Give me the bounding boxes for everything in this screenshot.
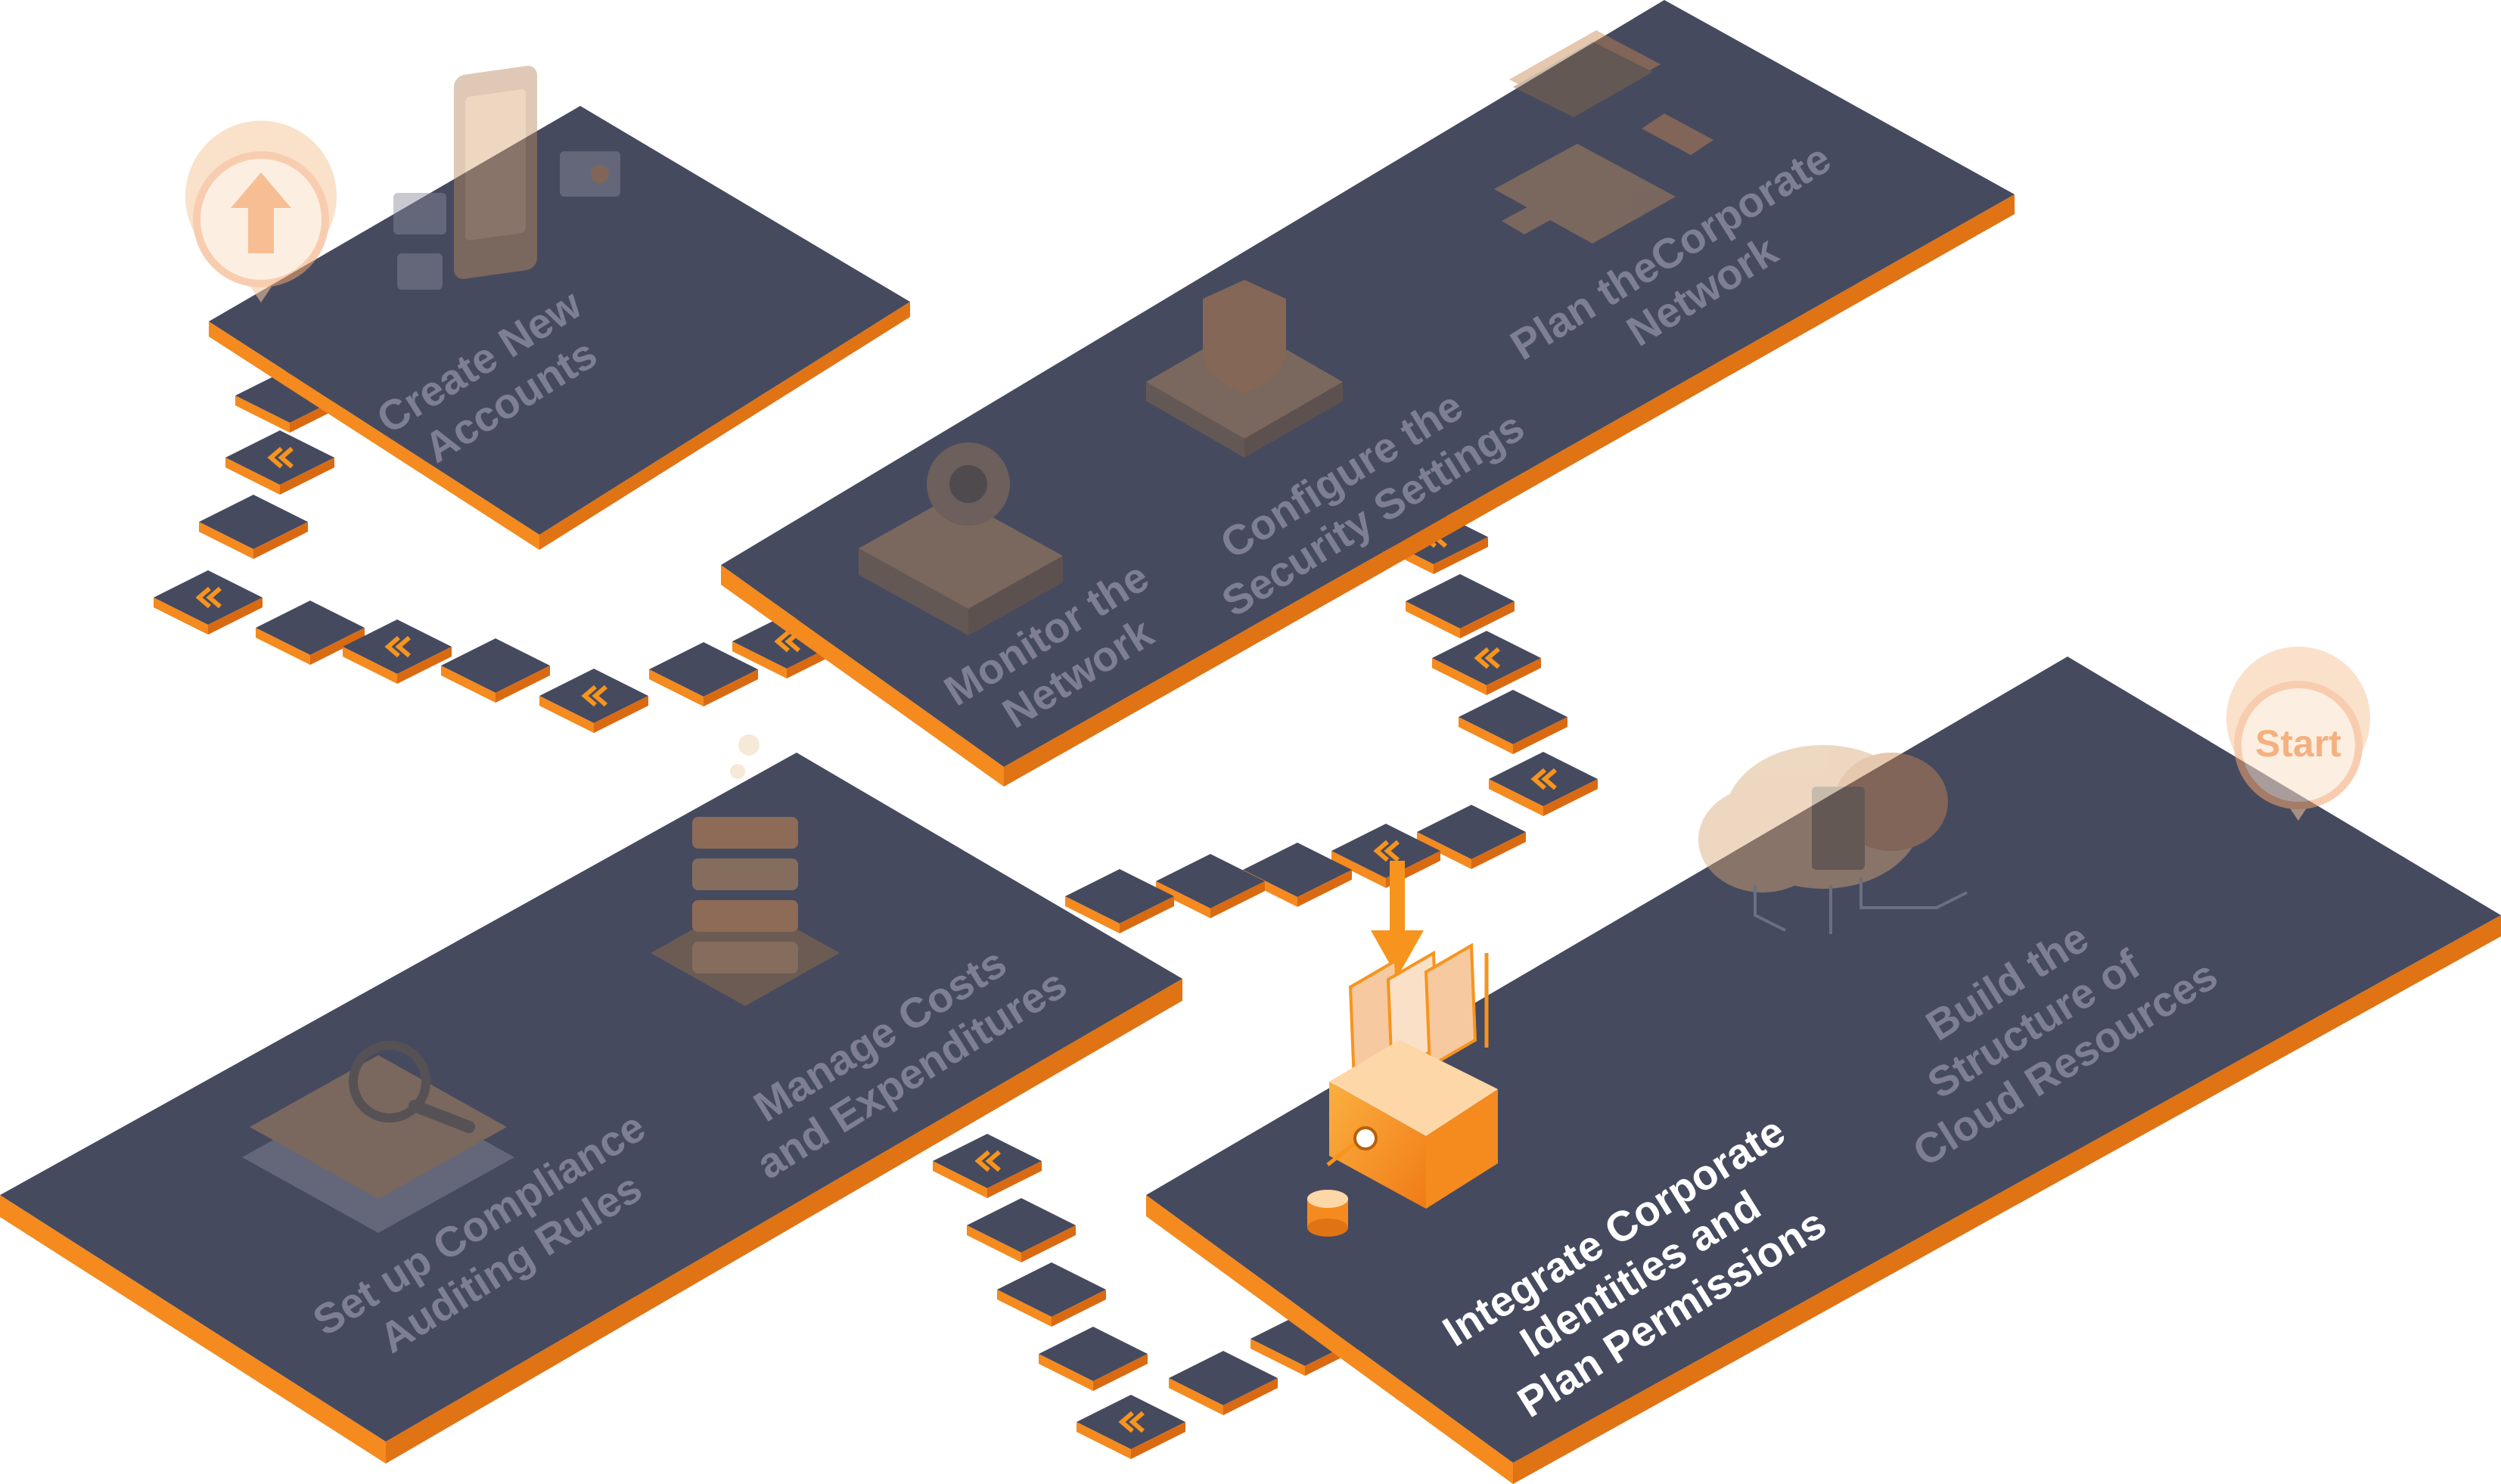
- webcam-icon: [859, 442, 1063, 635]
- server-stack-icon: [651, 734, 840, 1006]
- double-chevron-icon: [974, 1150, 1001, 1172]
- stepping-tile: [441, 638, 550, 703]
- magnifier-document-icon: [242, 1041, 514, 1233]
- stepping-tiles: [154, 368, 1598, 1459]
- stepping-tile: [933, 1134, 1042, 1198]
- stepping-tile: [1459, 690, 1567, 754]
- down-arrow-icon: [1371, 861, 1424, 977]
- stepping-tile: [1065, 869, 1174, 933]
- stepping-tile: [1417, 805, 1526, 869]
- stepping-tile: [649, 642, 758, 706]
- stepping-tile: [1077, 1395, 1185, 1459]
- stepping-tile: [225, 430, 334, 495]
- arrow-up-pin-icon: [185, 120, 337, 303]
- platform-build-integrate: [1146, 657, 2501, 1484]
- start-pin-label: Start: [2255, 722, 2341, 765]
- stepping-tile: [1243, 843, 1352, 907]
- double-chevron-icon: [1474, 647, 1500, 669]
- stepping-tile: [1432, 631, 1541, 695]
- stepping-tile: [154, 570, 263, 635]
- stepping-tile: [199, 495, 308, 559]
- shield-icon: [1146, 280, 1343, 458]
- double-chevron-icon: [581, 685, 607, 707]
- mobile-accounts-icon: [393, 66, 620, 290]
- double-chevron-icon: [384, 635, 411, 658]
- double-chevron-icon: [1530, 768, 1557, 790]
- stepping-tile: [1406, 574, 1515, 638]
- stepping-tile: [256, 601, 365, 665]
- double-chevron-icon: [267, 446, 294, 469]
- identity-folder-box-icon: [1307, 942, 1498, 1237]
- stepping-tile: [1489, 752, 1598, 816]
- stepping-tile: [967, 1198, 1076, 1262]
- stepping-tile: [539, 669, 648, 733]
- stepping-tile: [343, 619, 452, 684]
- double-chevron-icon: [195, 586, 222, 609]
- laptop-phone-icon: [1494, 30, 1713, 244]
- stepping-tile: [1156, 854, 1265, 918]
- platform-network: [721, 0, 2015, 787]
- platform-create-accounts: [209, 106, 910, 550]
- stepping-tile: [1169, 1351, 1278, 1415]
- stepping-tile: [997, 1262, 1106, 1327]
- double-chevron-icon: [1373, 840, 1400, 862]
- platform-costs-compliance: [0, 753, 1182, 1464]
- double-chevron-icon: [1118, 1411, 1145, 1433]
- stepping-tile: [1039, 1327, 1148, 1391]
- start-pin: [2226, 646, 2370, 821]
- cloud-server-icon: [1698, 745, 1968, 934]
